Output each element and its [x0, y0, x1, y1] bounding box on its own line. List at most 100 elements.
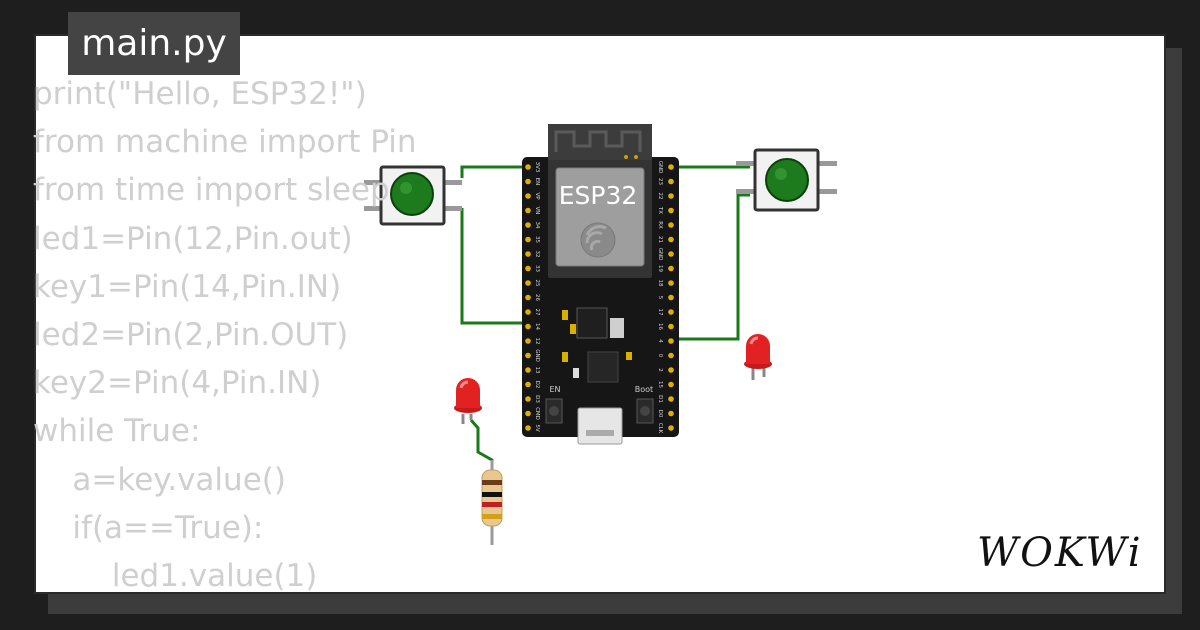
pushbutton-right[interactable] [736, 148, 837, 212]
pin-label: TX [657, 206, 663, 214]
pin-label: 5V [534, 424, 540, 431]
wire-right-bottom[interactable] [670, 193, 750, 341]
header-pin[interactable] [668, 236, 674, 243]
led-left[interactable] [454, 378, 482, 424]
pin-label: VN [534, 207, 540, 215]
left-pin-header: 3V3ENVPVN343532332526271412GND13D2D3CMD5… [525, 162, 540, 432]
pin-label: 5 [657, 296, 663, 300]
header-pin[interactable] [668, 323, 674, 330]
pin-label: D3 [534, 395, 540, 403]
wire-left-top[interactable] [460, 165, 535, 178]
wire-led-resistor[interactable] [469, 419, 494, 470]
code-line: led2=Pin(2,Pin.OUT) [33, 316, 349, 353]
pin-label: 17 [657, 309, 663, 316]
header-pin[interactable] [668, 425, 674, 431]
pushbutton-left[interactable] [364, 165, 462, 226]
header-pin[interactable] [525, 323, 531, 330]
wires [460, 165, 750, 470]
header-pin[interactable] [525, 178, 531, 185]
header-pin[interactable] [525, 338, 531, 344]
header-pin[interactable] [525, 410, 531, 417]
pin-label: 18 [657, 280, 663, 287]
pin-label: D2 [534, 381, 540, 389]
file-tab-main-py[interactable]: main.py [68, 12, 240, 75]
pin-label: 27 [534, 309, 540, 316]
code-line: from machine import Pin [33, 124, 417, 161]
esp32-board[interactable]: ESP32 EN Boot 3V3ENVPVN34353233252627141… [522, 124, 679, 445]
header-pin[interactable] [525, 309, 531, 315]
wire-left-bottom[interactable] [460, 208, 528, 325]
header-pin[interactable] [525, 381, 531, 388]
pin-label: GND [657, 161, 663, 174]
pin-label: 3V3 [534, 162, 540, 173]
header-pin[interactable] [668, 265, 674, 272]
header-pin[interactable] [668, 338, 674, 344]
pin-label: 2 [657, 368, 663, 372]
header-pin[interactable] [668, 396, 674, 402]
pin-label: 22 [657, 193, 663, 200]
header-pin[interactable] [525, 265, 531, 272]
board-label: ESP32 [559, 181, 638, 210]
pin-label: D0 [657, 410, 663, 418]
pin-label: 13 [534, 367, 540, 374]
code-line: led1.value(1) [33, 557, 318, 594]
code-line: a=key.value() [33, 461, 286, 498]
header-pin[interactable] [668, 309, 674, 315]
pin-label: GND [534, 349, 540, 362]
header-pin[interactable] [668, 410, 674, 417]
header-pin[interactable] [525, 222, 531, 228]
led-right[interactable] [744, 334, 772, 380]
header-pin[interactable] [525, 352, 531, 359]
pin-label: GND [657, 248, 663, 261]
code-line: led1=Pin(12,Pin.out) [33, 220, 353, 257]
pin-label: 32 [534, 251, 540, 258]
header-pin[interactable] [525, 280, 531, 286]
pin-label: 25 [534, 280, 540, 287]
pin-label: 14 [534, 323, 540, 330]
header-pin[interactable] [668, 367, 674, 373]
header-pin[interactable] [668, 352, 674, 359]
header-pin[interactable] [668, 280, 674, 286]
pin-label: EN [534, 178, 540, 186]
header-pin[interactable] [525, 164, 531, 170]
pin-label: 4 [657, 339, 663, 343]
pin-label: 35 [534, 236, 540, 243]
header-pin[interactable] [668, 178, 674, 185]
header-pin[interactable] [525, 294, 531, 301]
pin-label: 34 [534, 222, 540, 229]
header-pin[interactable] [668, 381, 674, 388]
boot-button-label: Boot [635, 385, 653, 394]
header-pin[interactable] [668, 193, 674, 199]
pin-label: 15 [657, 381, 663, 388]
header-pin[interactable] [525, 207, 531, 214]
pin-label: 0 [657, 354, 663, 358]
code-line: key2=Pin(4,Pin.IN) [33, 365, 322, 402]
en-button-label: EN [549, 385, 560, 394]
pin-label: 12 [534, 338, 540, 345]
code-line: from time import sleep [33, 172, 390, 209]
header-pin[interactable] [525, 193, 531, 199]
header-pin[interactable] [525, 367, 531, 373]
code-line: key1=Pin(14,Pin.IN) [33, 268, 342, 305]
pin-label: VP [534, 192, 540, 200]
header-pin[interactable] [668, 251, 674, 257]
header-pin[interactable] [668, 207, 674, 214]
code-line: if(a==True): [33, 509, 264, 546]
header-pin[interactable] [525, 236, 531, 243]
code-line: print("Hello, ESP32!") [33, 76, 367, 112]
header-pin[interactable] [525, 425, 531, 431]
header-pin[interactable] [668, 294, 674, 301]
pin-label: 16 [657, 323, 663, 330]
code-line: while True: [33, 413, 201, 450]
header-pin[interactable] [668, 222, 674, 228]
resistor[interactable] [481, 460, 503, 545]
pin-label: RX [657, 221, 663, 229]
pin-label: 33 [534, 265, 540, 272]
header-pin[interactable] [668, 164, 674, 170]
header-pin[interactable] [525, 251, 531, 257]
pin-label: 19 [657, 265, 663, 272]
pin-label: 23 [657, 178, 663, 185]
header-pin[interactable] [525, 396, 531, 402]
